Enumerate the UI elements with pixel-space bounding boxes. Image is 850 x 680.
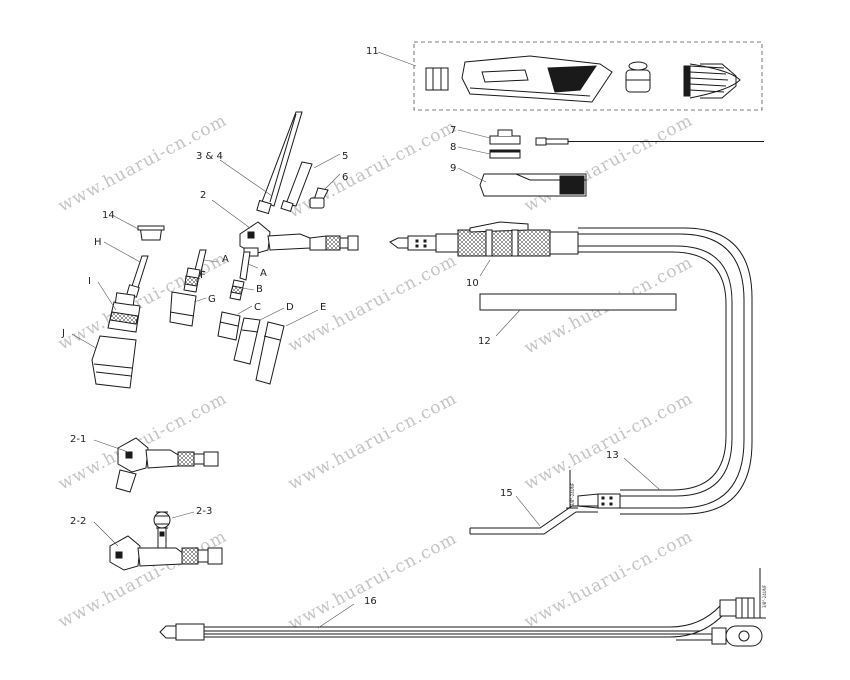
part-15-rod [469,505,598,535]
back-cap-rod [535,137,764,146]
dimension-note: 3/8"-24UNF [570,482,575,506]
watermark: www.huarui-cn.com [521,110,696,216]
label-2-1: 2-1 [70,434,86,445]
part-E-nozzle [255,321,285,385]
label-12: 12 [478,336,491,347]
label-13: 13 [606,450,619,461]
label-3-and-4: 3 & 4 [196,151,223,162]
label-6: 6 [342,172,348,183]
part-G-nozzle [169,291,197,327]
label-11: 11 [366,46,379,57]
dimension-note: 3/8"-24UNF [762,584,767,608]
label-H: H [94,237,102,248]
label-B: B [256,284,263,295]
part-B-collet-body [229,279,245,301]
label-16: 16 [364,596,377,607]
label-9: 9 [450,163,456,174]
label-14: 14 [102,210,115,221]
part-2-2-torch-head [109,535,223,571]
watermark: www.huarui-cn.com [285,528,460,634]
watermark: www.huarui-cn.com [521,388,696,494]
label-G: G [208,294,216,305]
part-C-nozzle [217,311,241,341]
label-10: 10 [466,278,479,289]
label-8: 8 [450,142,456,153]
part-3-4-back-cap [256,111,303,215]
part-I-gas-lens [107,292,141,333]
part-13-cable [566,227,753,515]
label-2-3: 2-3 [196,506,212,517]
part-12-sleeve [479,293,677,311]
label-A-lower: A [260,268,267,279]
watermark: www.huarui-cn.com [285,250,460,356]
label-I: I [88,276,91,287]
label-2: 2 [200,190,206,201]
part-2-torch-head [239,221,359,257]
label-2-2: 2-2 [70,516,86,527]
part-11-handle-kit [413,41,763,111]
label-15: 15 [500,488,513,499]
part-J-nozzle [91,335,137,389]
label-D: D [286,302,294,313]
watermark: www.huarui-cn.com [521,526,696,632]
label-7: 7 [450,125,456,136]
part-F-collet-body [183,267,201,293]
label-C: C [254,302,261,313]
label-E: E [320,302,326,313]
part-14-insulator [137,225,165,241]
part-9-cover [479,173,587,197]
part-7-clip [489,129,521,145]
part-H-tungsten [126,255,149,298]
part-10-handle [389,221,579,257]
watermark: www.huarui-cn.com [55,526,230,632]
label-F: F [200,270,206,281]
label-5: 5 [342,151,348,162]
part-2-3-gas-valve [153,511,171,549]
part-16-power-cable [159,568,766,647]
part-5-back-cap [280,161,313,212]
part-A-collet-right [239,251,251,281]
part-8-clip [489,149,521,159]
label-A-upper: A [222,254,229,265]
label-J: J [61,328,65,339]
part-D-nozzle [233,317,261,365]
part-2-1-torch-head [115,437,219,493]
watermark: www.huarui-cn.com [285,388,460,494]
